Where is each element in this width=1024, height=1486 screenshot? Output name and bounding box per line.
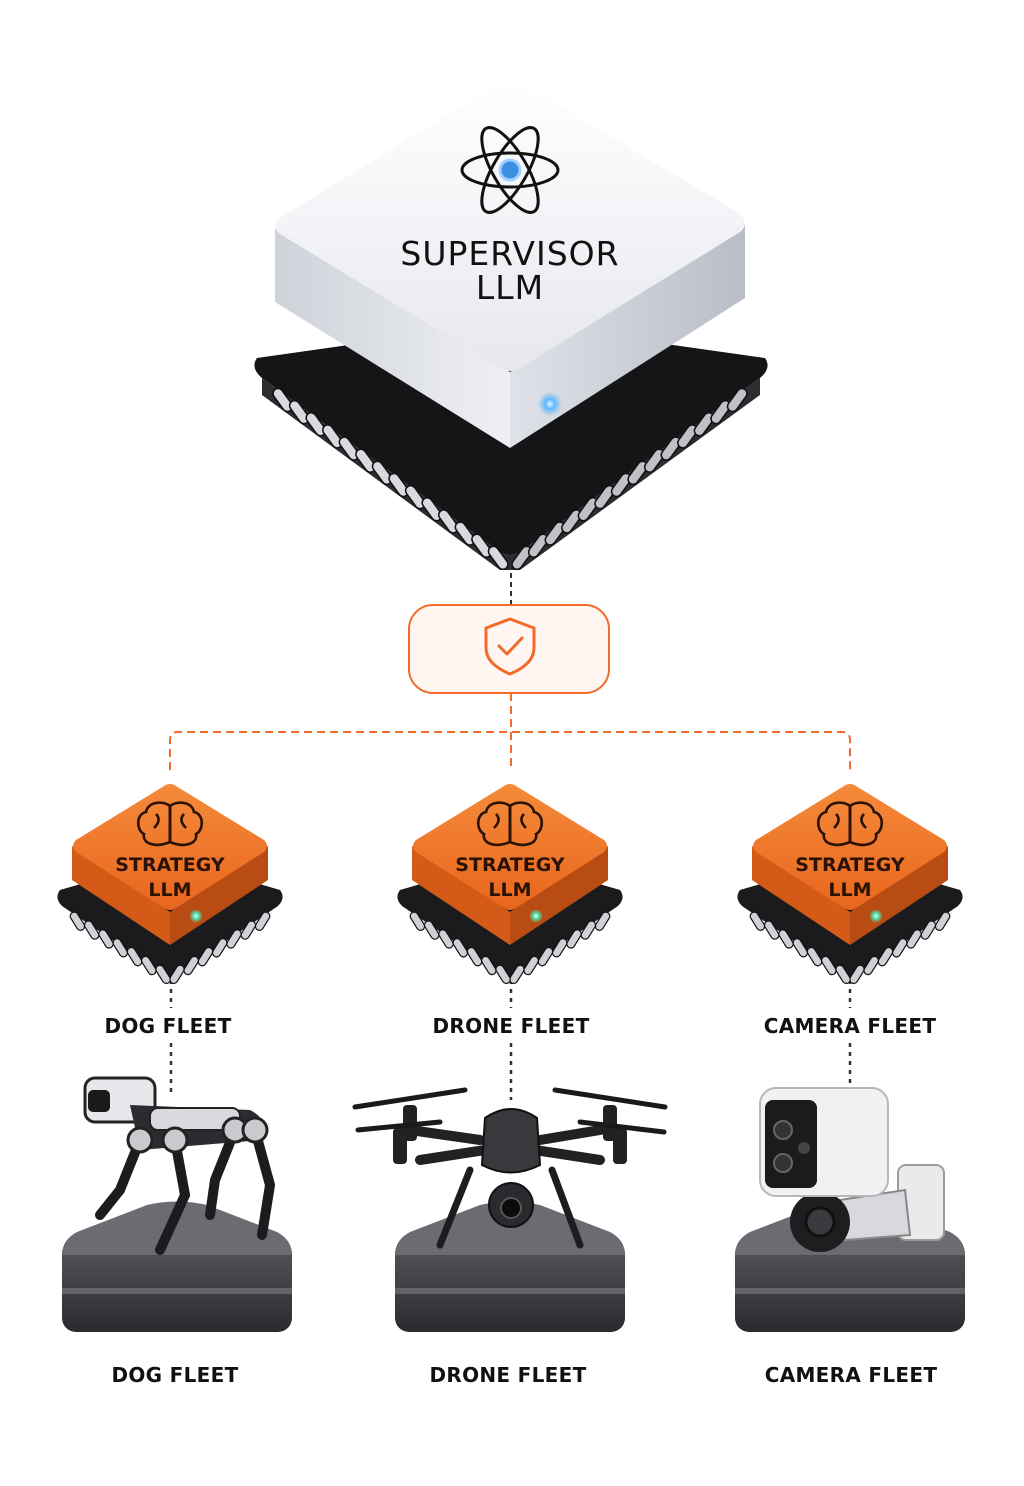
strategy-line2: LLM (148, 879, 192, 901)
supervisor-label: SUPERVISOR LLM (400, 237, 619, 305)
device-label-camera: CAMERA FLEET (764, 1363, 938, 1387)
connector-lines (169, 555, 852, 1100)
brain-icon (476, 801, 544, 847)
device-label-drone: DRONE FLEET (429, 1363, 587, 1387)
supervisor-chip (254, 79, 768, 571)
status-led (529, 909, 543, 923)
drone-icon (352, 1087, 668, 1249)
device-label-dog: DOG FLEET (111, 1363, 239, 1387)
strategy-line1: STRATEGY (115, 854, 225, 876)
shield-check-icon (484, 617, 536, 676)
dog-pedestal (62, 1201, 292, 1332)
connector-bus (169, 731, 851, 770)
status-led (189, 909, 203, 923)
brain-icon (816, 801, 884, 847)
drone-pedestal (395, 1201, 625, 1332)
brain-icon (136, 801, 204, 847)
atom-icon (460, 126, 560, 214)
strategy-line1: STRATEGY (795, 854, 905, 876)
fleet-label-dog: DOG FLEET (104, 1014, 232, 1038)
strategy-line2: LLM (488, 879, 532, 901)
chip-pins (749, 911, 951, 985)
strategy-llm-chip (397, 784, 623, 985)
strategy-llm-label-drone: STRATEGY LLM (455, 853, 564, 903)
strategy-llm-label-camera: STRATEGY LLM (795, 853, 904, 903)
supervisor-title-line1: SUPERVISOR (400, 234, 620, 273)
status-led (538, 392, 562, 416)
supervisor-title-line2: LLM (475, 268, 545, 307)
robot-dog-icon (83, 1076, 276, 1255)
guardrail-box (408, 604, 610, 694)
strategy-llm-chip (57, 784, 283, 985)
security-camera-icon (759, 1087, 945, 1252)
chip-pins (69, 911, 271, 985)
chip-pins (409, 911, 611, 985)
strategy-line1: STRATEGY (455, 854, 565, 876)
fleet-label-camera: CAMERA FLEET (763, 1014, 937, 1038)
strategy-line2: LLM (828, 879, 872, 901)
strategy-llm-chip (737, 784, 963, 985)
fleet-label-drone: DRONE FLEET (432, 1014, 590, 1038)
status-led (869, 909, 883, 923)
strategy-llm-label-dog: STRATEGY LLM (115, 853, 224, 903)
